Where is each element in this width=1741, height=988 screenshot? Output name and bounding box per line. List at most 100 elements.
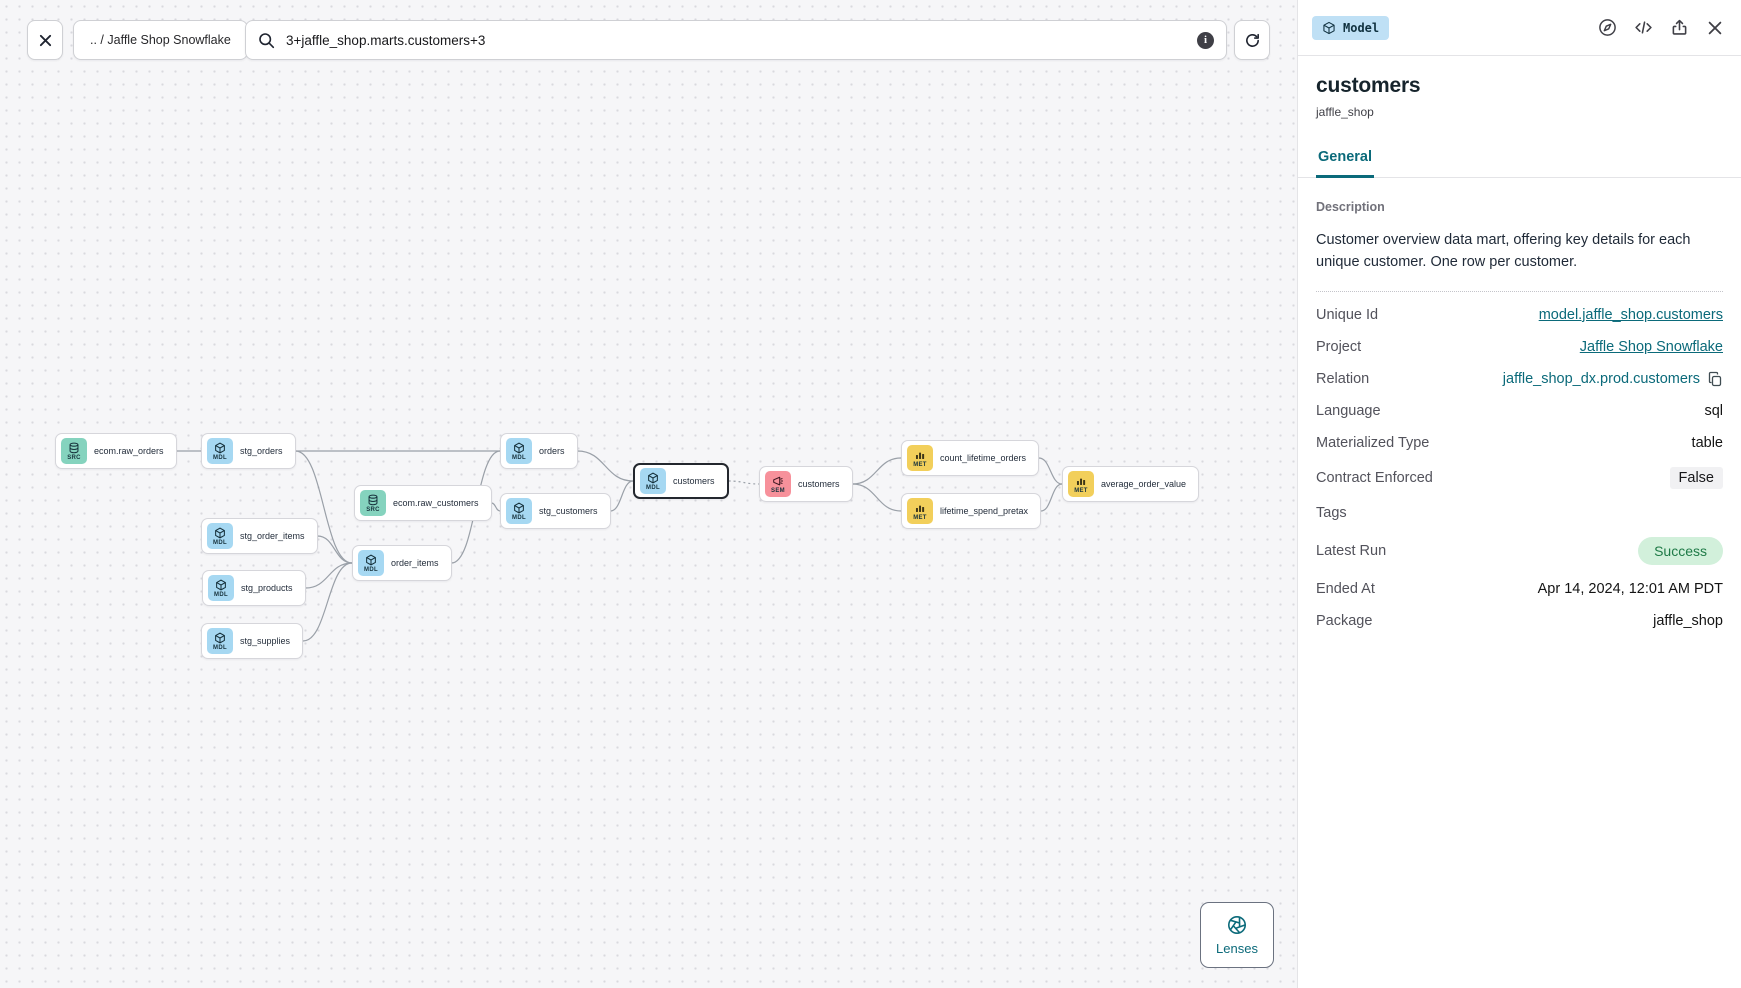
edge-customers_sem-to-lifetime_spend_pretax	[852, 483, 902, 512]
edge-stg_customers-to-customers	[610, 480, 634, 512]
node-label: stg_order_items	[240, 531, 305, 541]
lineage-node-customers[interactable]: MDL customers	[633, 463, 729, 499]
lineage-node-stg_products[interactable]: MDL stg_products	[202, 570, 306, 606]
field-row-tags: Tags	[1316, 497, 1723, 529]
database-icon: SRC	[360, 490, 386, 516]
section-divider	[1316, 290, 1723, 292]
description-label: Description	[1316, 200, 1385, 214]
lineage-node-orders[interactable]: MDL orders	[500, 433, 578, 469]
close-lineage-button[interactable]	[27, 20, 63, 60]
node-kind-tag: MDL	[646, 484, 660, 491]
field-label-materialized-type: Materialized Type	[1316, 434, 1430, 451]
aperture-icon	[1226, 914, 1248, 936]
node-label: count_lifetime_orders	[940, 453, 1027, 463]
resource-type-label: Model	[1343, 20, 1380, 35]
megaphone-icon: SEM	[765, 471, 791, 497]
edge-count_lifetime_orders-to-average_order_value	[1038, 457, 1063, 485]
lineage-node-lifetime_spend_pretax[interactable]: MET lifetime_spend_pretax	[901, 493, 1042, 529]
field-value-project[interactable]: Jaffle Shop Snowflake	[1579, 338, 1723, 355]
node-kind-tag: SEM	[771, 487, 785, 494]
tab-general[interactable]: General	[1316, 149, 1374, 178]
edge-stg_supplies-to-order_items	[302, 562, 353, 642]
node-label: orders	[539, 446, 565, 456]
breadcrumb-label: .. / Jaffle Shop Snowflake	[90, 33, 231, 47]
lenses-button[interactable]: Lenses	[1200, 902, 1274, 968]
database-icon: SRC	[61, 438, 87, 464]
lineage-node-customers_sem[interactable]: SEM customers	[759, 466, 853, 502]
panel-title: customers	[1316, 74, 1421, 97]
lineage-node-average_order_value[interactable]: MET average_order_value	[1062, 466, 1200, 502]
field-value-language: sql	[1704, 402, 1723, 419]
cube-icon: MDL	[506, 498, 532, 524]
field-label-package: Package	[1316, 612, 1373, 629]
node-kind-tag: MDL	[512, 514, 526, 521]
share-button[interactable]	[1667, 16, 1691, 40]
details-panel: Model customers jaffle_shop	[1297, 0, 1741, 988]
node-label: customers	[673, 476, 715, 486]
node-label: order_items	[391, 558, 439, 568]
lineage-node-stg_order_items[interactable]: MDL stg_order_items	[201, 518, 318, 554]
resource-type-badge: Model	[1312, 15, 1390, 40]
node-kind-tag: MET	[913, 461, 927, 468]
field-value-ended-at: Apr 14, 2024, 12:01 AM PDT	[1537, 580, 1723, 597]
field-label-contract-enforced: Contract Enforced	[1316, 469, 1433, 486]
panel-content: Description Customer overview data mart,…	[1298, 178, 1741, 659]
panel-tabs: General	[1298, 149, 1741, 178]
edge-stg_order_items-to-order_items	[317, 535, 353, 564]
code-button[interactable]	[1631, 16, 1655, 40]
node-label: stg_products	[241, 583, 293, 593]
lineage-node-order_items[interactable]: MDL order_items	[352, 545, 452, 581]
node-label: stg_orders	[240, 446, 283, 456]
panel-subtitle: jaffle_shop	[1316, 105, 1374, 119]
info-icon[interactable]: i	[1197, 31, 1214, 49]
edge-ecom_raw_customers-to-stg_customers	[491, 502, 501, 512]
field-label-ended-at: Ended At	[1316, 580, 1375, 597]
bar-chart-icon: MET	[907, 498, 933, 524]
refresh-icon	[1244, 32, 1261, 49]
explore-lineage-button[interactable]	[1595, 16, 1619, 40]
search-icon	[258, 32, 275, 49]
node-kind-tag: MET	[1074, 487, 1088, 494]
node-kind-tag: MDL	[512, 454, 526, 461]
node-kind-tag: MDL	[213, 644, 227, 651]
lineage-node-stg_orders[interactable]: MDL stg_orders	[201, 433, 296, 469]
field-row-contract-enforced: Contract Enforced False	[1316, 459, 1723, 497]
field-value-contract-enforced: False	[1669, 466, 1723, 489]
lineage-node-count_lifetime_orders[interactable]: MET count_lifetime_orders	[901, 440, 1040, 476]
cube-icon: MDL	[506, 438, 532, 464]
panel-actions	[1595, 16, 1727, 40]
search-bar[interactable]: i	[245, 20, 1227, 60]
node-kind-tag: MDL	[213, 539, 227, 546]
node-label: customers	[798, 479, 840, 489]
node-kind-tag: MDL	[364, 566, 378, 573]
cube-icon: MDL	[208, 575, 234, 601]
cube-icon: MDL	[640, 468, 666, 494]
cube-icon: MDL	[207, 438, 233, 464]
refresh-button[interactable]	[1234, 20, 1270, 60]
field-row-ended-at: Ended At Apr 14, 2024, 12:01 AM PDT	[1316, 573, 1723, 605]
cube-icon: MDL	[207, 523, 233, 549]
copy-icon[interactable]	[1707, 371, 1723, 387]
node-label: average_order_value	[1101, 479, 1187, 489]
close-panel-button[interactable]	[1703, 16, 1727, 40]
cube-icon: MDL	[207, 628, 233, 654]
node-label: lifetime_spend_pretax	[940, 506, 1029, 516]
breadcrumb[interactable]: .. / Jaffle Shop Snowflake	[73, 20, 248, 60]
search-input[interactable]	[284, 31, 1188, 49]
edge-stg_products-to-order_items	[305, 562, 353, 589]
field-value-unique-id[interactable]: model.jaffle_shop.customers	[1538, 306, 1723, 323]
cube-icon	[1322, 21, 1336, 35]
node-kind-tag: MDL	[213, 454, 227, 461]
